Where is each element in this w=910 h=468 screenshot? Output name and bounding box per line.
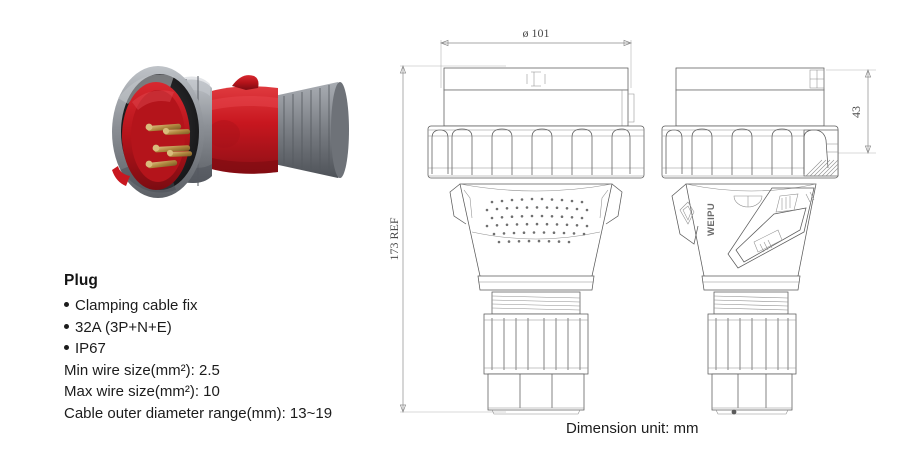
dimension-overall-length: 173 REF xyxy=(387,64,506,414)
bullet-icon xyxy=(64,302,69,307)
feature-label: Clamping cable fix xyxy=(75,297,198,314)
bullet-icon xyxy=(64,345,69,350)
bullet-icon xyxy=(64,323,69,329)
plug-illustration xyxy=(112,66,349,198)
side-view-section-hatch xyxy=(803,129,839,177)
attribute-min-wire-size: Min wire size(mm²): 2.5 xyxy=(64,361,220,379)
front-view-thread xyxy=(491,291,581,315)
product-spec-block: Plug Clamping cable fix 32A (3P+N+E) IP6… xyxy=(64,272,394,424)
product-photo xyxy=(46,58,376,273)
page-title: Plug xyxy=(64,272,98,289)
photo-red-body xyxy=(196,75,278,174)
drawing-side-view: WEIPU xyxy=(661,67,839,415)
drawing-front-view xyxy=(427,67,645,415)
dimension-label-flange: 43 xyxy=(849,106,863,118)
side-view-end-cap xyxy=(711,373,793,415)
list-item: Clamping cable fix xyxy=(64,295,394,317)
front-view-end-cap xyxy=(487,373,585,415)
end-cap-screw-icon xyxy=(731,409,737,415)
dimension-flange-height: 43 xyxy=(826,68,876,155)
brand-label: WEIPU xyxy=(706,203,717,236)
technical-drawing: ø 101 173 REF 43 xyxy=(386,18,896,423)
feature-label: IP67 xyxy=(75,340,106,357)
photo-pins xyxy=(145,123,193,169)
dimension-diameter-top: ø 101 xyxy=(439,26,633,88)
list-item: IP67 xyxy=(64,338,394,360)
photo-keyway-tab xyxy=(112,166,130,186)
dimension-unit-note: Dimension unit: mm xyxy=(566,420,699,437)
feature-label: 32A (3P+N+E) xyxy=(75,318,172,336)
list-item: 32A (3P+N+E) xyxy=(64,317,394,339)
photo-pin-carrier xyxy=(122,82,193,190)
shroud-perforations xyxy=(485,197,589,244)
dimension-label-length: 173 REF xyxy=(387,217,401,260)
side-view-gland-nut xyxy=(707,313,797,375)
attribute-max-wire-size: Max wire size(mm²): 10 xyxy=(64,383,220,400)
photo-rear-cap xyxy=(274,82,349,178)
side-view-thread xyxy=(713,291,789,315)
front-view-gland-nut xyxy=(483,313,589,375)
side-view-keyway-detail xyxy=(809,69,825,89)
attribute-cable-diameter-range: Cable outer diameter range(mm): 13~19 xyxy=(64,404,333,422)
dimension-label-diameter: ø 101 xyxy=(523,26,550,40)
